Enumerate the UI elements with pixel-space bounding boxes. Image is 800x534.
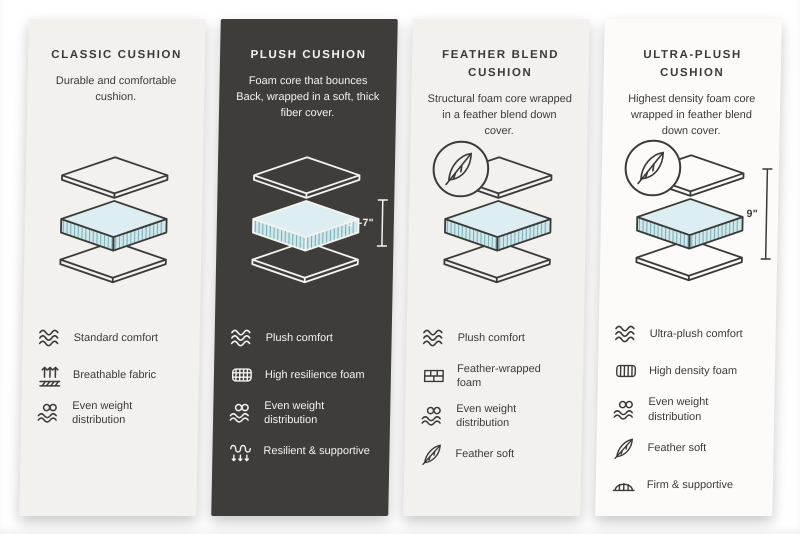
feature-list: Plush comfort High resilience foam Even … (225, 325, 379, 465)
card-plush-cushion: PLUSH CUSHION Foam core that bounces Bac… (210, 19, 398, 516)
card-description: Durable and comfortable cushion. (55, 74, 176, 103)
measurement-bracket-icon (376, 199, 388, 247)
comfort-waves-icon (422, 329, 443, 347)
card-ultra-plush-cushion: ULTRA-PLUSH CUSHION Highest density foam… (594, 19, 782, 516)
feature-row: Plush comfort (421, 325, 568, 351)
feature-label: Even weight distribution (263, 400, 324, 427)
cushion-diagram: 6"-7" (228, 147, 388, 297)
even-weight-distribution-icon (36, 404, 57, 423)
high-resilience-foam-icon (231, 368, 252, 382)
feather-soft-icon (613, 438, 633, 459)
card-title: ULTRA-PLUSH CUSHION (642, 49, 742, 79)
resilient-supportive-icon (229, 444, 251, 461)
feature-row: High density foam (612, 358, 759, 384)
card-title: FEATHER BLEND CUSHION (441, 49, 559, 79)
card-header: PLUSH CUSHION Foam core that bounces Bac… (231, 47, 384, 143)
feature-row: Plush comfort (229, 325, 376, 351)
feather-wrapped-foam-icon (423, 370, 444, 383)
card-description: Foam core that bounces Back, wrapped in … (235, 74, 379, 119)
feature-label: Standard comfort (73, 331, 158, 344)
feature-row: High resilience foam (228, 362, 375, 388)
cushion-cards-row: CLASSIC CUSHION Durable and comfortable … (18, 19, 782, 516)
card-header: CLASSIC CUSHION Durable and comfortable … (39, 47, 192, 143)
feather-badge-icon (431, 140, 490, 198)
feature-row: Ultra-plush comfort (613, 321, 760, 347)
feature-row: Feather soft (419, 441, 566, 467)
measurement-label: 9" (745, 207, 758, 220)
firm-supportive-icon (612, 482, 635, 492)
comfort-waves-icon (614, 326, 635, 343)
feature-label: Plush comfort (457, 331, 525, 344)
even-weight-distribution-icon (420, 406, 441, 426)
measurement-bracket-icon (760, 167, 772, 260)
card-description: Highest density foam core wrapped in fea… (627, 92, 755, 137)
feature-row: Resilient & supportive (227, 439, 374, 465)
feature-label: Feather-wrapped foam (456, 363, 541, 390)
feature-row: Even weight distribution (419, 402, 567, 431)
breathable-fabric-icon (38, 366, 61, 387)
feature-label: Even weight distribution (647, 396, 708, 423)
cushion-diagram (36, 147, 190, 297)
measurement-label: 6"-7" (346, 217, 374, 229)
feature-row: Breathable fabric (36, 362, 183, 388)
feather-soft-icon (421, 444, 441, 466)
high-density-foam-icon (615, 365, 636, 378)
feature-row: Feather-wrapped foam (420, 362, 568, 391)
feature-label: Firm & supportive (646, 478, 733, 491)
comfort-waves-icon (230, 329, 251, 347)
feature-label: Breathable fabric (72, 368, 156, 381)
feature-label: Even weight distribution (71, 400, 132, 427)
even-weight-distribution-icon (613, 400, 633, 420)
card-feather-blend-cushion: FEATHER BLEND CUSHION Structural foam co… (402, 19, 590, 516)
card-title: PLUSH CUSHION (249, 49, 367, 61)
feature-row: Even weight distribution (227, 399, 375, 428)
feature-label: Plush comfort (265, 331, 333, 344)
feature-row: Standard comfort (37, 325, 184, 351)
feature-row: Feather soft (611, 435, 758, 461)
feature-label: Resilient & supportive (262, 445, 370, 458)
card-description: Structural foam core wrapped in a feathe… (426, 92, 572, 137)
height-measurement: 6"-7" (346, 199, 388, 247)
feature-label: High density foam (648, 365, 737, 378)
feature-list: Ultra-plush comfort High density foam Ev… (608, 321, 762, 498)
feature-label: Ultra-plush comfort (649, 328, 743, 341)
feature-label: Feather soft (646, 441, 706, 454)
feature-list: Standard comfort Breathable fabric Even … (33, 325, 186, 428)
feather-badge-icon (623, 139, 682, 196)
height-measurement: 9" (745, 167, 772, 260)
feature-label: High resilience foam (264, 368, 365, 381)
comfort-waves-icon (38, 329, 59, 347)
card-header: FEATHER BLEND CUSHION Structural foam co… (423, 47, 576, 143)
feature-label: Even weight distribution (455, 402, 516, 429)
card-header: ULTRA-PLUSH CUSHION Highest density foam… (615, 47, 768, 142)
card-title: CLASSIC CUSHION (50, 49, 182, 61)
feature-row: Even weight distribution (611, 395, 759, 424)
feature-row: Firm & supportive (610, 472, 757, 498)
feature-row: Even weight distribution (35, 399, 183, 428)
cushion-layers-illustration (48, 154, 179, 290)
card-classic-cushion: CLASSIC CUSHION Durable and comfortable … (18, 19, 206, 516)
feature-label: Feather soft (454, 448, 514, 461)
even-weight-distribution-icon (228, 404, 249, 423)
feature-list: Plush comfort Feather-wrapped foam Even … (417, 325, 571, 467)
cushion-diagram (420, 140, 574, 297)
cushion-diagram: 9" (612, 139, 772, 294)
